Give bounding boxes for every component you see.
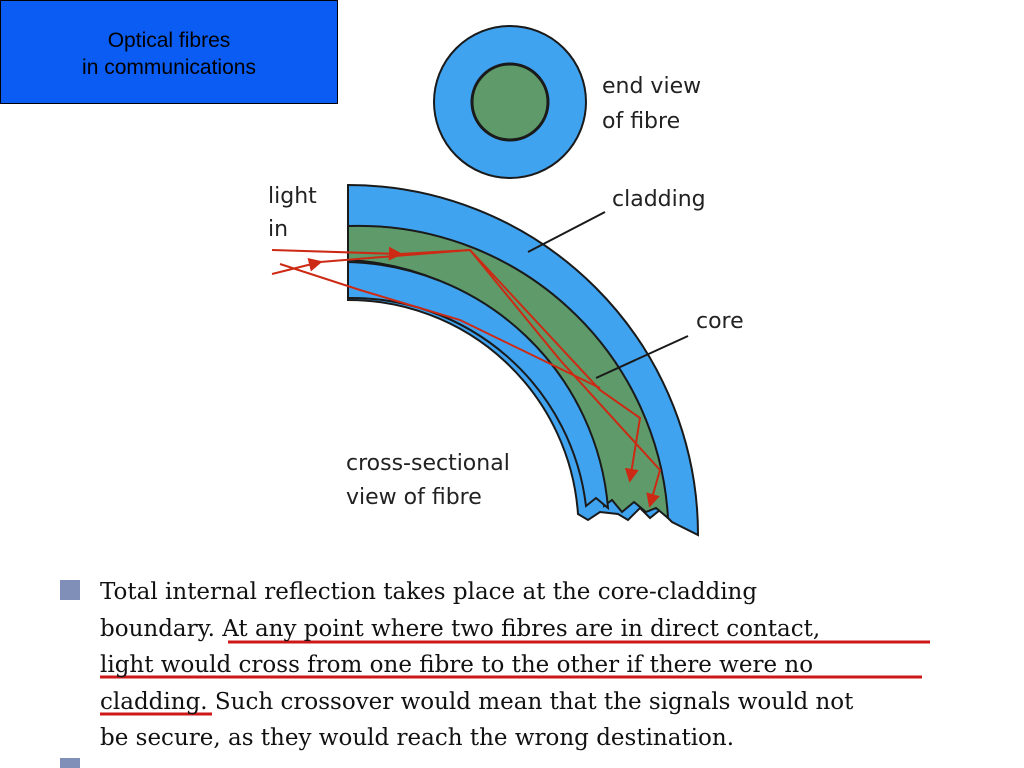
emphasis-underlines xyxy=(100,640,930,716)
ray-path-3 xyxy=(279,263,601,389)
label-light-in-1: light xyxy=(268,184,317,209)
paragraph-line-2: boundary. At any point where two fibres … xyxy=(100,615,821,642)
title-line-2: in communications xyxy=(82,56,256,79)
cladding-inner-band xyxy=(347,260,610,511)
ray-path-2 xyxy=(319,248,662,508)
paragraph-line-4: cladding. Such crossover would mean that… xyxy=(100,688,854,715)
title-line-1: Optical fibres xyxy=(107,29,231,52)
title-box: Optical fibres in communications xyxy=(0,0,338,104)
paragraph-line-1: Total internal reflection takes place at… xyxy=(100,579,758,605)
end-view-fibre xyxy=(433,25,587,179)
paragraph-line-5: be secure, as they would reach the wrong… xyxy=(100,725,735,751)
bullet-square-partial xyxy=(60,758,80,768)
ray-in-1 xyxy=(271,246,403,261)
paragraph: Total internal reflection takes place at… xyxy=(100,574,980,757)
light-rays xyxy=(271,246,662,508)
label-light-in-2: in xyxy=(268,217,288,242)
label-cross-sectional-2: view of fibre xyxy=(346,485,482,510)
ray-in-2 xyxy=(271,257,323,275)
end-view-core xyxy=(470,62,550,142)
label-end-view-2: of fibre xyxy=(602,109,680,134)
cladding-leader xyxy=(527,211,606,253)
paragraph-line-3: light would cross from one fibre to the … xyxy=(100,652,814,678)
label-core: core xyxy=(696,309,744,334)
label-cross-sectional-1: cross-sectional xyxy=(346,451,510,476)
bullet-square xyxy=(60,580,80,600)
label-end-view-1: end view xyxy=(602,74,701,99)
label-cladding: cladding xyxy=(612,187,706,212)
core-leader xyxy=(595,335,689,379)
